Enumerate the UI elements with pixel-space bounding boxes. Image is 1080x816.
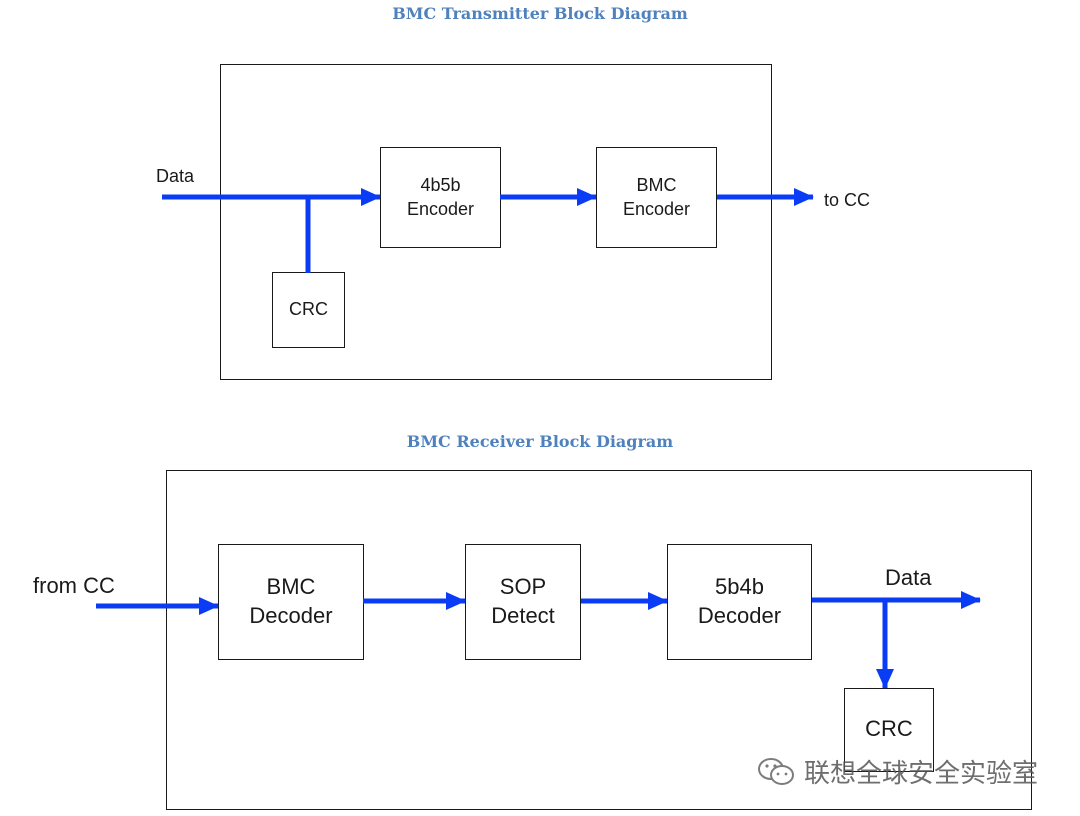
receiver-input-label: from CC (33, 573, 115, 598)
receiver-frame (166, 470, 1032, 810)
decoder-5b4b-block: 5b4b Decoder (667, 544, 812, 660)
transmitter-input-label: Data (156, 166, 195, 186)
receiver-crc-label: CRC (865, 716, 913, 741)
receiver-output-label: Data (885, 565, 932, 590)
bmc-decoder-line2: Decoder (249, 603, 333, 628)
transmitter-crc-label: CRC (289, 299, 328, 320)
encoder-4b5b-block: 4b5b Encoder (380, 147, 501, 248)
sop-detect-block: SOP Detect (465, 544, 581, 660)
decoder-5b4b-line2: Decoder (697, 603, 782, 628)
bmc-encoder-block: BMC Encoder (596, 147, 717, 248)
wechat-icon (758, 757, 794, 785)
transmitter-frame (220, 64, 772, 380)
transmitter-title: BMC Transmitter Block Diagram (392, 4, 688, 23)
receiver-title: BMC Receiver Block Diagram (406, 432, 674, 451)
bmc-encoder-line2: Encoder (622, 198, 691, 219)
watermark-text: 联想全球安全实验室 (804, 758, 1039, 788)
encoder-4b5b-line2: Encoder (406, 198, 475, 219)
bmc-encoder-line1: BMC (636, 175, 677, 196)
bmc-decoder-block: BMC Decoder (218, 544, 364, 660)
encoder-4b5b-line1: 4b5b (420, 175, 461, 196)
decoder-5b4b-line1: 5b4b (715, 574, 764, 600)
sop-detect-line1: SOP (499, 574, 547, 600)
transmitter-crc-block: CRC (272, 272, 345, 348)
bmc-decoder-line1: BMC (266, 574, 316, 600)
watermark: 联想全球安全实验室 (756, 753, 1038, 790)
transmitter-output-label: to CC (824, 190, 871, 210)
sop-detect-line2: Detect (491, 603, 555, 628)
